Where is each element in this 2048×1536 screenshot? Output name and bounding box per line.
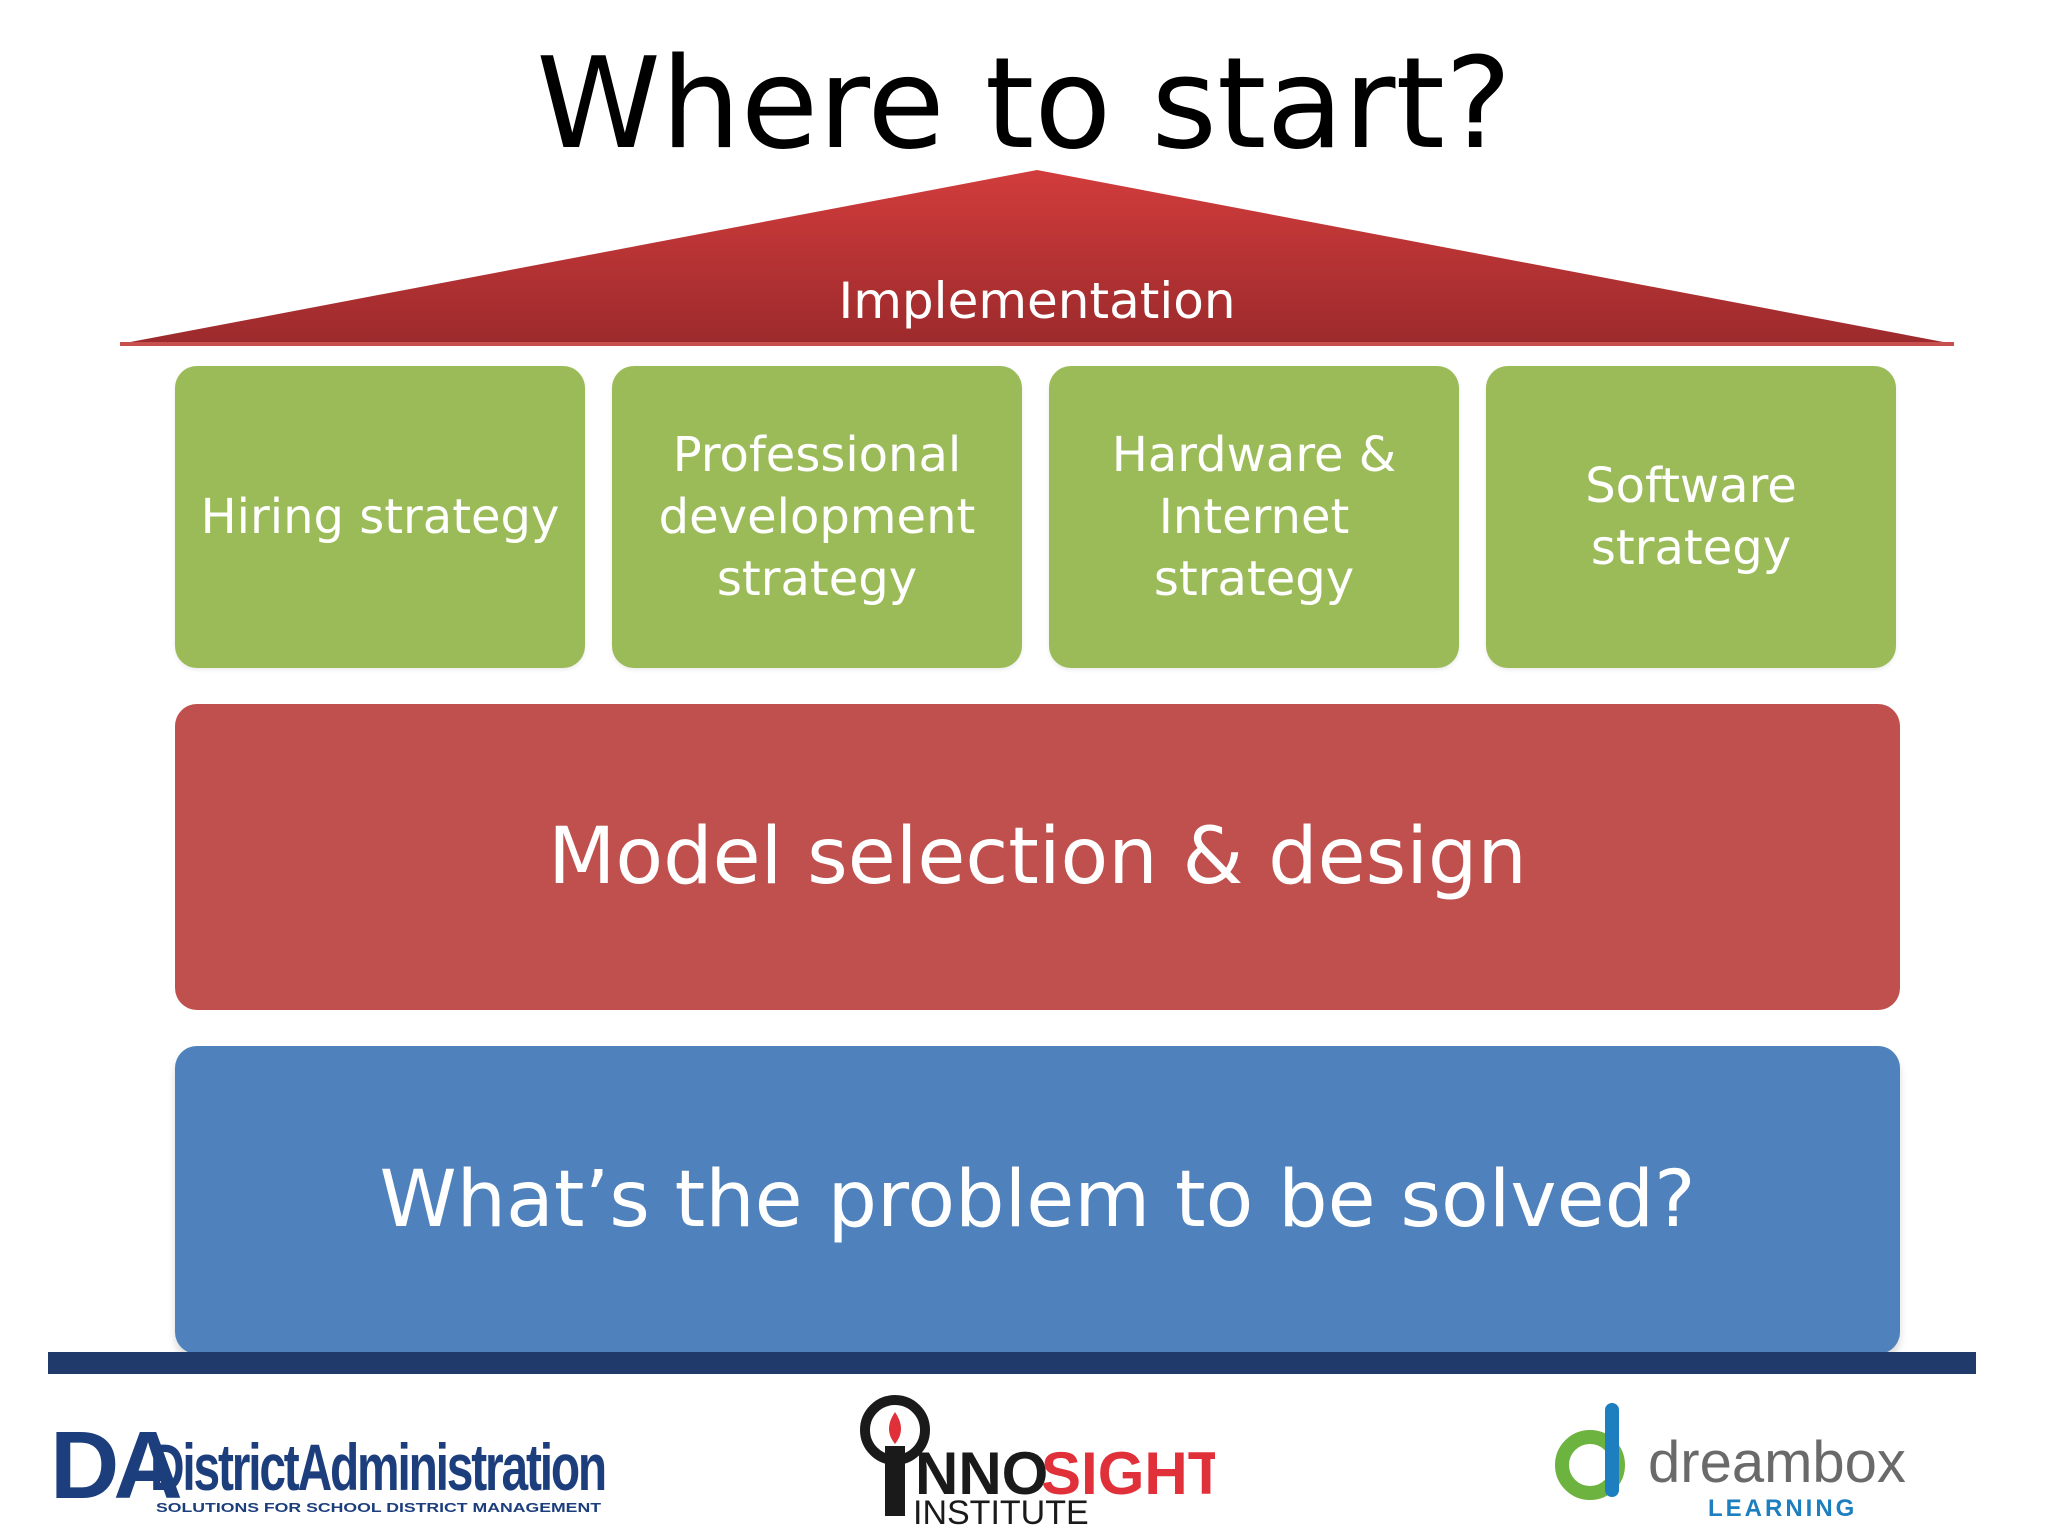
pillar-label: Hardware & Internet strategy [1111,427,1397,607]
footer-divider [48,1352,1976,1374]
slide-title: Where to start? [536,30,1512,177]
innosight-nno: NNO [915,1440,1048,1507]
pillar-software-strategy: Software strategy [1486,366,1896,668]
torch-flame-icon [889,1412,901,1444]
torch-handle-icon [885,1446,905,1516]
dreambox-learning: LEARNING [1708,1495,1857,1522]
innosight-institute: INSTITUTE [913,1494,1089,1530]
implementation-roof: Implementation [118,168,1956,348]
model-band-label: Model selection & design [548,812,1527,902]
roof-triangle [120,170,1954,346]
dreambox-learning-logo: dreambox LEARNING [1550,1390,1930,1530]
innosight-institute-logo: NNO SIGHT INSTITUTE [855,1390,1215,1530]
da-name: DistrictAdministration [150,1430,605,1504]
district-administration-logo: DA DistrictAdministration SOLUTIONS FOR … [50,1390,610,1530]
da-tagline: SOLUTIONS FOR SCHOOL DISTRICT MANAGEMENT [156,1500,601,1515]
problem-band-label: What’s the problem to be solved? [379,1155,1696,1245]
pillar-label: Professional development strategy [658,427,976,607]
pillar-hardware-internet: Hardware & Internet strategy [1049,366,1459,668]
innosight-sight: SIGHT [1041,1440,1215,1507]
model-selection-band: Model selection & design [175,704,1900,1010]
dreambox-name: dreambox [1648,1430,1906,1495]
roof-label: Implementation [838,272,1236,330]
problem-band: What’s the problem to be solved? [175,1046,1900,1354]
pillar-label: Software strategy [1585,458,1797,576]
da-mark: DA [50,1412,180,1519]
pillar-label: Hiring strategy [200,489,560,545]
pillar-professional-development: Professional development strategy [612,366,1022,668]
pillar-hiring-strategy: Hiring strategy [175,366,585,668]
